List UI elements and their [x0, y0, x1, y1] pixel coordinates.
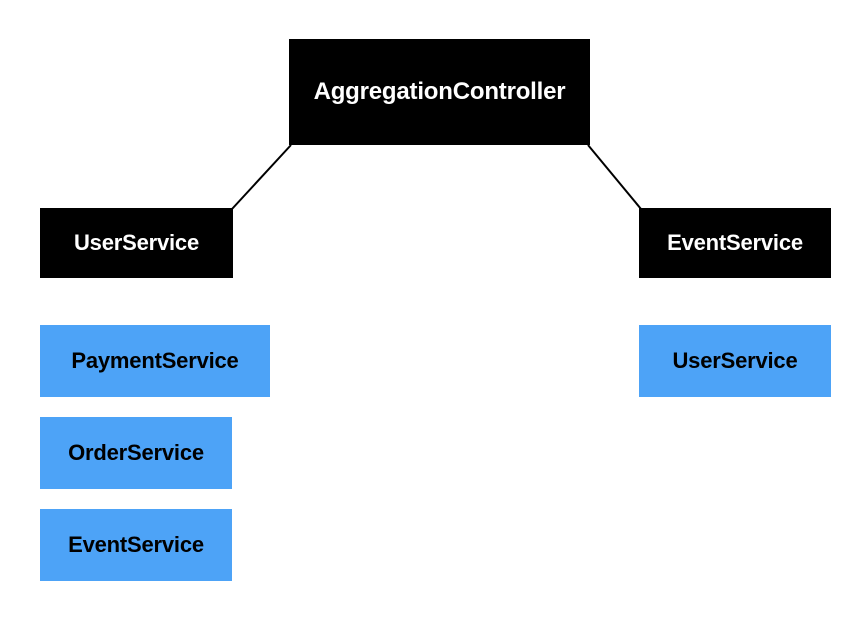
node-user-service-left[interactable]: UserService — [40, 208, 233, 278]
node-event-service-right[interactable]: EventService — [639, 208, 831, 278]
node-event-service-leaf[interactable]: EventService — [40, 509, 232, 581]
node-label: UserService — [73, 230, 199, 255]
edge-controller-to-event-service — [587, 144, 642, 210]
node-order-service[interactable]: OrderService — [40, 417, 232, 489]
node-aggregation-controller[interactable]: AggregationController — [289, 39, 590, 145]
node-label: PaymentService — [71, 348, 239, 373]
node-user-service-leaf[interactable]: UserService — [639, 325, 831, 397]
node-label: EventService — [68, 532, 204, 557]
node-label: AggregationController — [313, 78, 566, 105]
node-label: EventService — [667, 230, 803, 255]
edge-controller-to-user-service — [231, 144, 292, 210]
node-label: OrderService — [68, 440, 204, 465]
node-label: UserService — [672, 348, 798, 373]
node-payment-service[interactable]: PaymentService — [40, 325, 270, 397]
